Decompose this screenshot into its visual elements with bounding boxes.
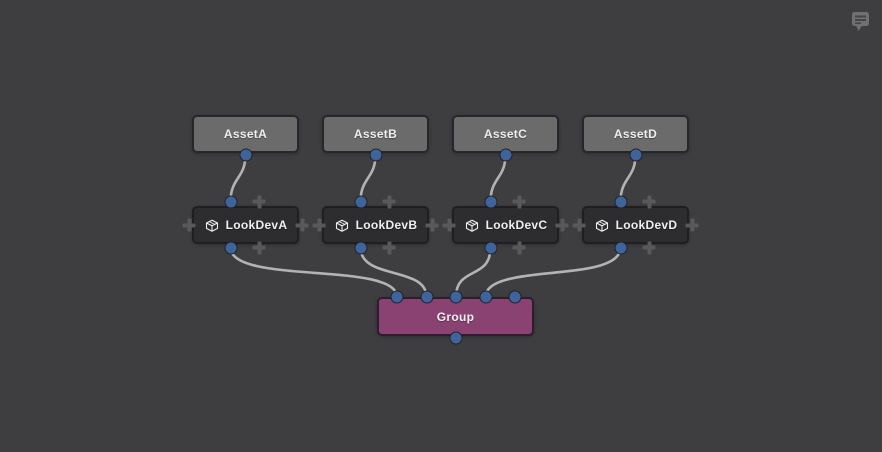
- port-group-input-3[interactable]: [479, 290, 492, 304]
- node-label: LookDevA: [225, 218, 288, 232]
- port-assetb-output[interactable]: [369, 148, 382, 161]
- plus-icon[interactable]: [312, 218, 326, 232]
- port-group-input-2[interactable]: [449, 290, 463, 304]
- node-lookdeva[interactable]: LookDevA: [192, 206, 299, 244]
- port-lookdevd-output[interactable]: [614, 241, 627, 254]
- plus-icon[interactable]: [382, 195, 396, 208]
- node-assetb[interactable]: AssetB: [322, 115, 429, 153]
- plus-icon[interactable]: [685, 218, 699, 232]
- port-lookdeva-input[interactable]: [224, 195, 237, 209]
- open-box-icon: [594, 218, 610, 233]
- node-assetd[interactable]: AssetD: [582, 115, 689, 153]
- port-lookdevc-input[interactable]: [484, 195, 497, 209]
- node-label: AssetB: [353, 127, 398, 141]
- node-label: LookDevC: [485, 218, 548, 232]
- port-lookdevb-output[interactable]: [354, 241, 367, 254]
- port-lookdevd-input[interactable]: [614, 195, 627, 209]
- node-lookdevc[interactable]: LookDevC: [452, 206, 559, 244]
- node-label: AssetA: [223, 127, 268, 141]
- plus-icon[interactable]: [425, 218, 439, 232]
- port-lookdevc-output[interactable]: [484, 241, 497, 254]
- node-lookdevb[interactable]: LookDevB: [322, 206, 429, 244]
- connection-wire[interactable]: [229, 153, 247, 204]
- node-label: LookDevB: [355, 218, 418, 232]
- node-assetc[interactable]: AssetC: [452, 115, 559, 153]
- plus-icon[interactable]: [512, 241, 526, 254]
- node-label: AssetC: [483, 127, 528, 141]
- port-lookdevb-input[interactable]: [354, 195, 367, 209]
- connection-wire[interactable]: [359, 246, 428, 299]
- node-label: LookDevD: [615, 218, 678, 232]
- plus-icon[interactable]: [382, 241, 396, 254]
- node-group[interactable]: Group: [377, 297, 534, 336]
- connection-wire[interactable]: [229, 246, 399, 299]
- connection-wire[interactable]: [489, 153, 507, 204]
- connection-wire[interactable]: [484, 246, 622, 299]
- plus-icon[interactable]: [512, 195, 526, 208]
- plus-icon[interactable]: [295, 218, 309, 232]
- port-group-input-4[interactable]: [508, 290, 522, 304]
- port-asseta-output[interactable]: [239, 148, 252, 161]
- comment-bubble-icon[interactable]: [850, 11, 872, 33]
- connection-wire[interactable]: [454, 246, 492, 299]
- connection-wire[interactable]: [619, 153, 637, 204]
- port-lookdeva-output[interactable]: [224, 241, 237, 254]
- plus-icon[interactable]: [442, 218, 456, 232]
- plus-icon[interactable]: [642, 241, 656, 254]
- port-assetd-output[interactable]: [629, 148, 642, 161]
- open-box-icon: [464, 218, 480, 233]
- node-asseta[interactable]: AssetA: [192, 115, 299, 153]
- node-label: Group: [436, 309, 475, 324]
- plus-icon[interactable]: [182, 218, 196, 232]
- node-lookdevd[interactable]: LookDevD: [582, 206, 689, 244]
- open-box-icon: [204, 218, 220, 233]
- connection-wire[interactable]: [359, 153, 377, 204]
- plus-icon[interactable]: [555, 218, 569, 232]
- port-assetc-output[interactable]: [499, 148, 512, 161]
- plus-icon[interactable]: [572, 218, 586, 232]
- plus-icon[interactable]: [252, 241, 266, 254]
- port-group-input-1[interactable]: [420, 290, 433, 304]
- port-group-input-0[interactable]: [390, 290, 404, 304]
- plus-icon[interactable]: [252, 195, 266, 208]
- open-box-icon: [334, 218, 350, 233]
- plus-icon[interactable]: [642, 195, 656, 208]
- node-label: AssetD: [613, 127, 658, 141]
- port-group-output[interactable]: [449, 331, 462, 344]
